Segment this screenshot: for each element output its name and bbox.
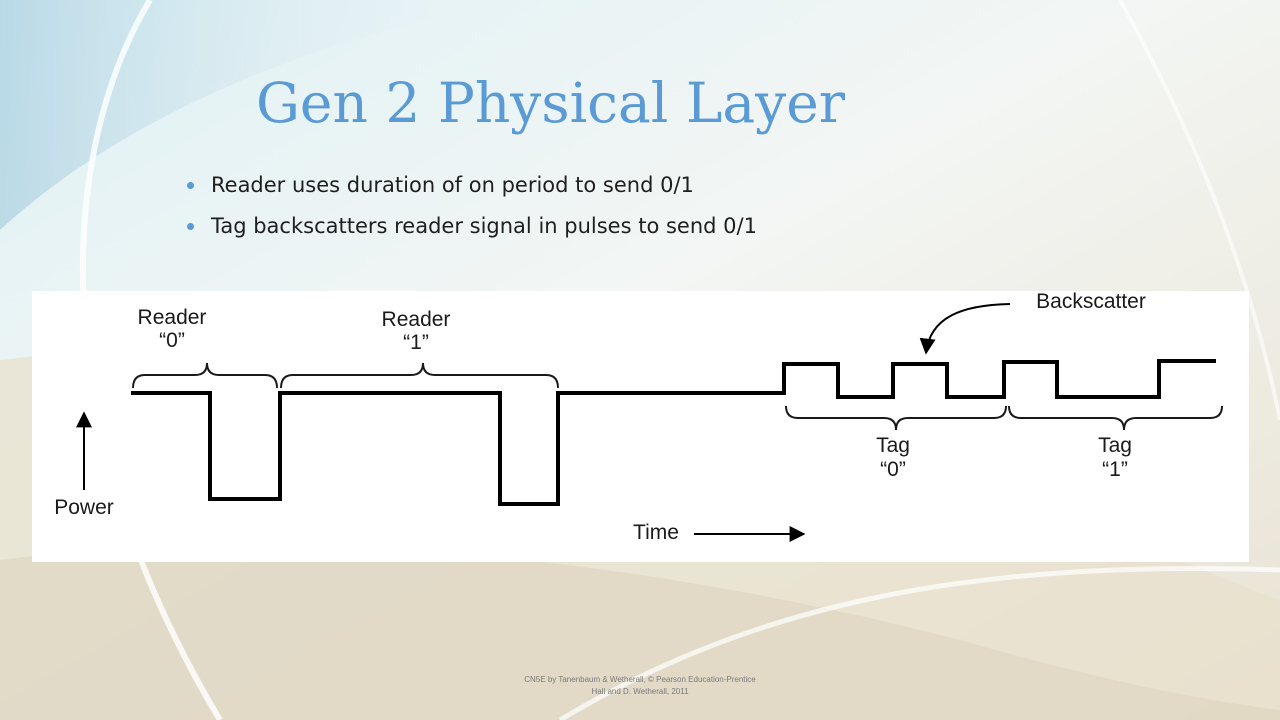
tag-zero-label-line1: Tag [876,434,910,457]
bullet-item: Reader uses duration of on period to sen… [185,172,757,198]
footer-credit: CN5E by Tanenbaum & Wetherall, © Pearson… [480,674,800,698]
reader-zero-label-line2: “0” [159,329,185,352]
reader-zero-brace [132,362,278,389]
backscatter-diagram-svg: Reader “0” Reader “1” Backscatter Tag “0… [54,291,1223,544]
tag-zero-brace [785,405,1007,431]
footer-line: Hall and D. Wetherall, 2011 [591,687,689,696]
backscatter-diagram: Reader “0” Reader “1” Backscatter Tag “0… [32,291,1249,562]
tag-one-label-line1: Tag [1098,434,1132,457]
tag-zero-label-line2: “0” [880,458,906,481]
power-waveform [131,359,1216,506]
bullet-text: Reader uses duration of on period to sen… [211,173,694,197]
tag-one-label-line2: “1” [1102,458,1128,481]
footer-line: CN5E by Tanenbaum & Wetherall, © Pearson… [524,675,756,684]
backscatter-pointer-arrow [919,303,1011,355]
bullet-text: Tag backscatters reader signal in pulses… [211,214,757,238]
x-axis-label: Time [633,521,679,544]
tag-one-brace [1008,405,1223,431]
bullet-marker-icon [187,182,194,189]
backscatter-label: Backscatter [1036,291,1146,313]
reader-one-label-line1: Reader [382,308,451,331]
y-axis-label: Power [54,496,114,519]
reader-one-label-line2: “1” [403,331,429,354]
bullet-list: Reader uses duration of on period to sen… [185,172,757,254]
slide-title: Gen 2 Physical Layer [256,71,846,135]
reader-zero-label-line1: Reader [138,306,207,329]
bullet-item: Tag backscatters reader signal in pulses… [185,213,757,239]
reader-one-brace [280,362,559,389]
bullet-marker-icon [187,223,194,230]
